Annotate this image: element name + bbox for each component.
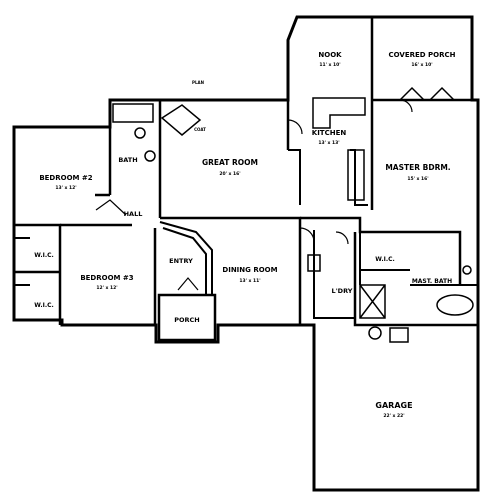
- door-swing: [299, 227, 315, 243]
- wall: [350, 149, 368, 206]
- nook-label: NOOK: [318, 51, 342, 59]
- tub: [112, 103, 154, 123]
- garage-label: GARAGE: [375, 401, 412, 410]
- sink: [144, 150, 156, 162]
- bedroom-3-dim: 12' x 12': [96, 285, 117, 291]
- wic-2-label: W.I.C.: [34, 302, 54, 309]
- kitchen-label: KITCHEN: [312, 129, 347, 137]
- doors: [95, 99, 413, 291]
- walls: [12, 15, 480, 492]
- wall: [313, 230, 355, 319]
- laundry-label: L'DRY: [332, 287, 353, 295]
- wall: [159, 221, 213, 295]
- water-heater: [368, 326, 382, 340]
- toilet: [134, 127, 146, 139]
- fireplace: [160, 104, 202, 136]
- bedroom-2-label: BEDROOM #2: [39, 174, 92, 182]
- bedroom-3-label: BEDROOM #3: [80, 274, 133, 282]
- door-swing: [95, 199, 127, 216]
- porch-columns: [399, 86, 455, 101]
- wall: [359, 232, 410, 285]
- plan-note: PLAN: [192, 80, 204, 85]
- wall: [288, 149, 301, 205]
- dining-room-dim: 13' x 11': [239, 278, 260, 284]
- bedroom-2-dim: 13' x 12': [55, 185, 76, 191]
- door-swing: [335, 231, 349, 245]
- dining-room-label: DINING ROOM: [222, 266, 277, 274]
- labels: NOOK 11' x 10' COVERED PORCH 16' x 10' K…: [34, 51, 455, 419]
- wall: [300, 216, 462, 285]
- outer-wall: [12, 15, 480, 492]
- garage-dim: 22' x 22': [383, 413, 404, 419]
- wall: [162, 227, 207, 295]
- covered-porch-label: COVERED PORCH: [389, 51, 456, 59]
- nook-dim: 11' x 10': [319, 62, 340, 68]
- wic-3-label: W.I.C.: [375, 256, 395, 263]
- kitchen-dim: 13' x 13': [318, 140, 339, 146]
- wall: [14, 223, 62, 325]
- covered-porch-dim: 16' x 10': [411, 62, 432, 68]
- wall: [14, 237, 30, 286]
- entry-label: ENTRY: [169, 257, 193, 265]
- door-swing: [177, 277, 199, 291]
- great-room-label: GREAT ROOM: [202, 158, 258, 167]
- wic-1-label: W.I.C.: [34, 252, 54, 259]
- coat-label: COAT: [194, 127, 206, 132]
- mb-sink: [462, 265, 472, 275]
- door-swing: [399, 99, 413, 113]
- wall: [353, 232, 478, 327]
- porch-outline: [157, 293, 217, 342]
- garden-tub: [436, 294, 474, 316]
- kitchen-counter: [312, 97, 366, 129]
- master-bdrm-dim: 15' x 16': [407, 176, 428, 182]
- hall-label: HALL: [124, 210, 143, 218]
- great-room-dim: 20' x 16': [219, 171, 240, 177]
- door-swing: [287, 119, 303, 135]
- fixtures: [112, 86, 474, 343]
- bath-label: BATH: [118, 156, 137, 164]
- master-bdrm-label: MASTER BDRM.: [385, 163, 450, 172]
- utility: [389, 327, 409, 343]
- porch-label: PORCH: [174, 316, 200, 324]
- kitchen-island: [347, 149, 365, 201]
- shower: [359, 284, 386, 319]
- mast-bath-label: MAST. BATH: [412, 278, 452, 285]
- laundry-washer: [307, 254, 321, 272]
